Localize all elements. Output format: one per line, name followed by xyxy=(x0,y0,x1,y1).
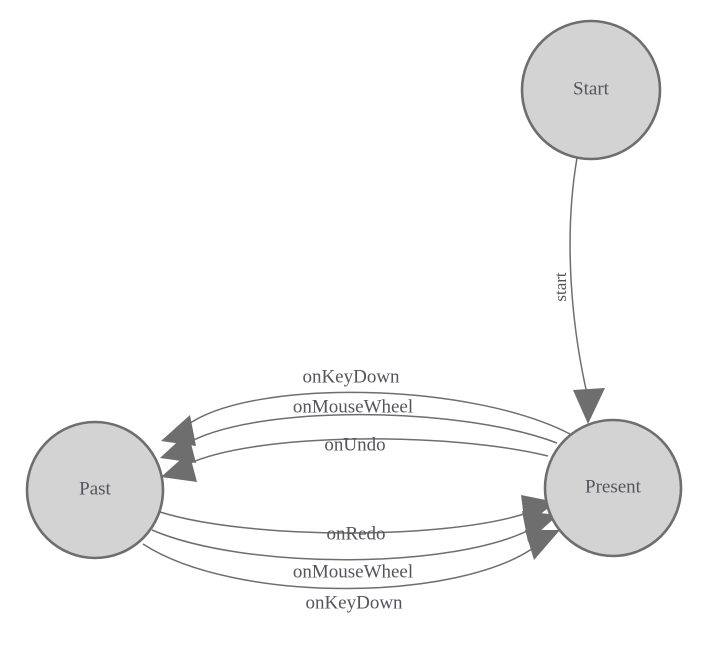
edge-present-past-onundo-path xyxy=(187,438,549,465)
node-present-label: Present xyxy=(585,476,642,497)
edge-past-present-onredo-path xyxy=(159,511,531,534)
node-start-label: Start xyxy=(573,78,610,99)
edge-past-present-onkeydown-arrowhead xyxy=(525,530,560,560)
node-present[interactable]: Present xyxy=(543,418,683,558)
node-past[interactable]: Past xyxy=(25,420,165,560)
edge-start-present-path xyxy=(569,157,589,399)
edge-present-past-onkeydown-label: onKeyDown xyxy=(302,366,400,387)
edge-group: start onKeyDown onMouseWheel onUndo xyxy=(142,157,605,613)
edge-present-past-onundo-arrowhead xyxy=(161,452,197,482)
edge-present-past-onmousewheel-label: onMouseWheel xyxy=(293,396,413,417)
edge-past-present-onmousewheel[interactable]: onMouseWheel xyxy=(151,511,558,582)
edge-present-past-onundo-label: onUndo xyxy=(324,434,385,455)
node-present-circle xyxy=(543,418,683,558)
edge-start-present-label: start xyxy=(551,272,570,302)
node-start[interactable]: Start xyxy=(520,19,662,161)
edge-past-present-onkeydown[interactable]: onKeyDown xyxy=(142,530,560,613)
edge-past-present-onkeydown-path xyxy=(142,543,537,590)
edge-past-present-onredo-label: onRedo xyxy=(326,523,385,544)
edge-present-past-onkeydown-path xyxy=(185,391,571,435)
node-group: Start Past Present xyxy=(25,19,683,560)
node-start-circle xyxy=(520,19,662,161)
edge-past-present-onmousewheel-path xyxy=(151,527,534,561)
edge-present-past-onundo[interactable]: onUndo xyxy=(161,434,549,482)
edge-start-present[interactable]: start xyxy=(551,157,605,424)
edge-past-present-onredo[interactable]: onRedo xyxy=(159,495,556,544)
node-past-label: Past xyxy=(79,478,111,499)
edge-past-present-onkeydown-label: onKeyDown xyxy=(305,592,403,613)
edge-present-past-onmousewheel-path xyxy=(185,413,558,445)
edge-start-present-arrowhead xyxy=(573,388,605,424)
node-past-circle xyxy=(25,420,165,560)
edge-past-present-onmousewheel-label: onMouseWheel xyxy=(293,561,413,582)
